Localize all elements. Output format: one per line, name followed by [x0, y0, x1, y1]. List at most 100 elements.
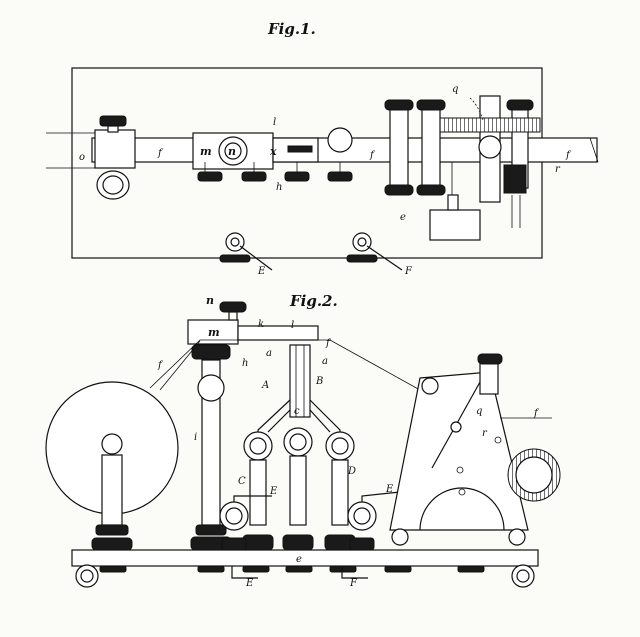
fig2-under-lever-F: [341, 566, 368, 579]
fig2-lever-q-pivot: [450, 421, 462, 433]
fig2-column-i-ring: [197, 374, 225, 402]
fig2-fork-left-inner: [267, 409, 291, 433]
fig2-reel-post-ring: [95, 524, 129, 536]
fig2-ring-center-inner: [289, 433, 307, 451]
fig2-housing: [389, 371, 529, 531]
fig2-lever-E-left: [233, 495, 272, 502]
fig1-thumbscrew-F-base: [346, 254, 378, 263]
fig2-wheel-left-inner: [80, 569, 94, 583]
fig1-thumbscrew-E-inner: [230, 237, 240, 247]
fig2-label-E-left: E: [269, 486, 278, 497]
fig2-label-f-left: f: [157, 360, 164, 371]
fig2-housing-bolt: [508, 528, 526, 546]
fig2-housing-bolt: [421, 377, 439, 395]
fig2-housing-arch: [419, 487, 505, 531]
fig2-housing-hole: [494, 436, 502, 444]
fig1-label-e: e: [400, 212, 406, 223]
fig2-ring-D-inner: [353, 507, 371, 525]
fig2-fork-right-inner: [309, 409, 331, 433]
fig2-ring-D-base: [349, 537, 375, 551]
fig2-housing-knob: [477, 353, 503, 365]
fig2-gear-inner: [515, 456, 553, 494]
fig2-label-n: n: [206, 294, 214, 307]
fig2-label-B: B: [315, 376, 323, 387]
fig1-lever-E: [239, 245, 273, 271]
fig2-label-a-left: a: [266, 348, 272, 359]
fig2-column-i-collar: [195, 524, 227, 536]
fig2-label-r: r: [482, 428, 488, 439]
fig2-column-i-cap: [191, 344, 231, 360]
fig1-foot: [284, 171, 310, 182]
fig2-reel-post: [101, 454, 123, 526]
fig1-bar-break: [589, 137, 599, 163]
fig1-label-F: F: [404, 266, 413, 277]
fig1-thumbscrew-F: [352, 232, 372, 252]
fig2-wheel-right-inner: [516, 569, 530, 583]
fig1-guide-slot: [287, 145, 313, 153]
fig2-lever-E-right: [361, 491, 401, 502]
fig2-label-e: e: [296, 554, 302, 565]
fig2-label-E-bottom: E: [245, 578, 254, 589]
fig2-label-C: C: [238, 476, 246, 487]
fig2-label-c: c: [294, 406, 300, 417]
fig2-under-feet: [99, 565, 485, 573]
fig2-reel-post-knob: [101, 433, 123, 455]
fig1: Fig.1.: [46, 20, 599, 277]
fig1-label-l: l: [273, 117, 276, 128]
fig1-title: Fig.1.: [267, 20, 316, 38]
fig2-post-center-base: [282, 534, 314, 551]
fig2-label-h: h: [242, 358, 248, 369]
fig2-label-E-right: E: [385, 484, 394, 495]
fig2-under-foot: [99, 565, 127, 573]
fig2-under-foot: [457, 565, 485, 573]
fig1-q-leader: [469, 97, 484, 121]
fig2-ring-center: [283, 427, 313, 457]
fig2-wheel-right: [511, 564, 535, 588]
fig1-label-o: o: [79, 152, 85, 163]
fig2-title: Fig.2.: [289, 292, 338, 310]
fig1-gear-block: [503, 164, 527, 194]
fig2-post-left: [249, 459, 267, 526]
fig1-spool-cap: [506, 99, 534, 111]
fig1-label-f-right: f: [565, 150, 572, 161]
fig1-label-m: m: [200, 145, 212, 158]
fig2-ring-left-inner: [249, 437, 267, 455]
fig1-carriage-wheel: [218, 136, 248, 166]
fig2-housing-hole: [458, 488, 466, 496]
fig1-label-x: x: [269, 145, 277, 158]
fig2-label-m: m: [208, 326, 220, 339]
fig2-label-f-top: f: [325, 338, 332, 349]
fig1-reel-ring: [96, 170, 130, 200]
fig1-spool-cap: [416, 99, 446, 111]
fig2: Fig.2.: [45, 292, 561, 589]
fig2-label-A: A: [261, 380, 269, 391]
fig2-label-f-right: f: [533, 408, 540, 419]
fig1-spool-cap: [416, 184, 446, 196]
fig1-bracket-o: [94, 129, 136, 169]
fig1-label-q: q: [452, 84, 458, 95]
fig1-label-n: n: [228, 145, 236, 158]
fig2-under-foot: [329, 565, 357, 573]
fig2-under-foot: [197, 565, 225, 573]
fig1-top-knob: [99, 115, 127, 127]
fig1-base-plate: [71, 67, 543, 259]
fig2-base-board: [71, 549, 539, 567]
fig2-housing-bolt: [391, 528, 409, 546]
fig2-ring-C: [219, 501, 249, 531]
fig1-foot: [241, 171, 267, 182]
fig1-spool: [389, 107, 409, 189]
fig1-feet: [197, 171, 353, 182]
fig2-label-q: q: [476, 406, 482, 417]
fig1-reel-ring-inner: [102, 175, 124, 195]
fig1-label-f-left: f: [157, 148, 164, 159]
fig2-under-foot: [384, 565, 412, 573]
fig2-thread-f: [149, 339, 421, 391]
fig2-ring-right-inner: [331, 437, 349, 455]
fig1-foot: [327, 171, 353, 182]
fig1-gear-hub: [478, 135, 502, 159]
fig2-label-a-right: a: [322, 356, 328, 367]
fig1-knob-stem: [107, 125, 119, 133]
fig2-label-F-bottom: F: [349, 578, 358, 589]
fig2-reel-post-base: [91, 537, 133, 551]
fig2-housing-post: [479, 361, 499, 395]
